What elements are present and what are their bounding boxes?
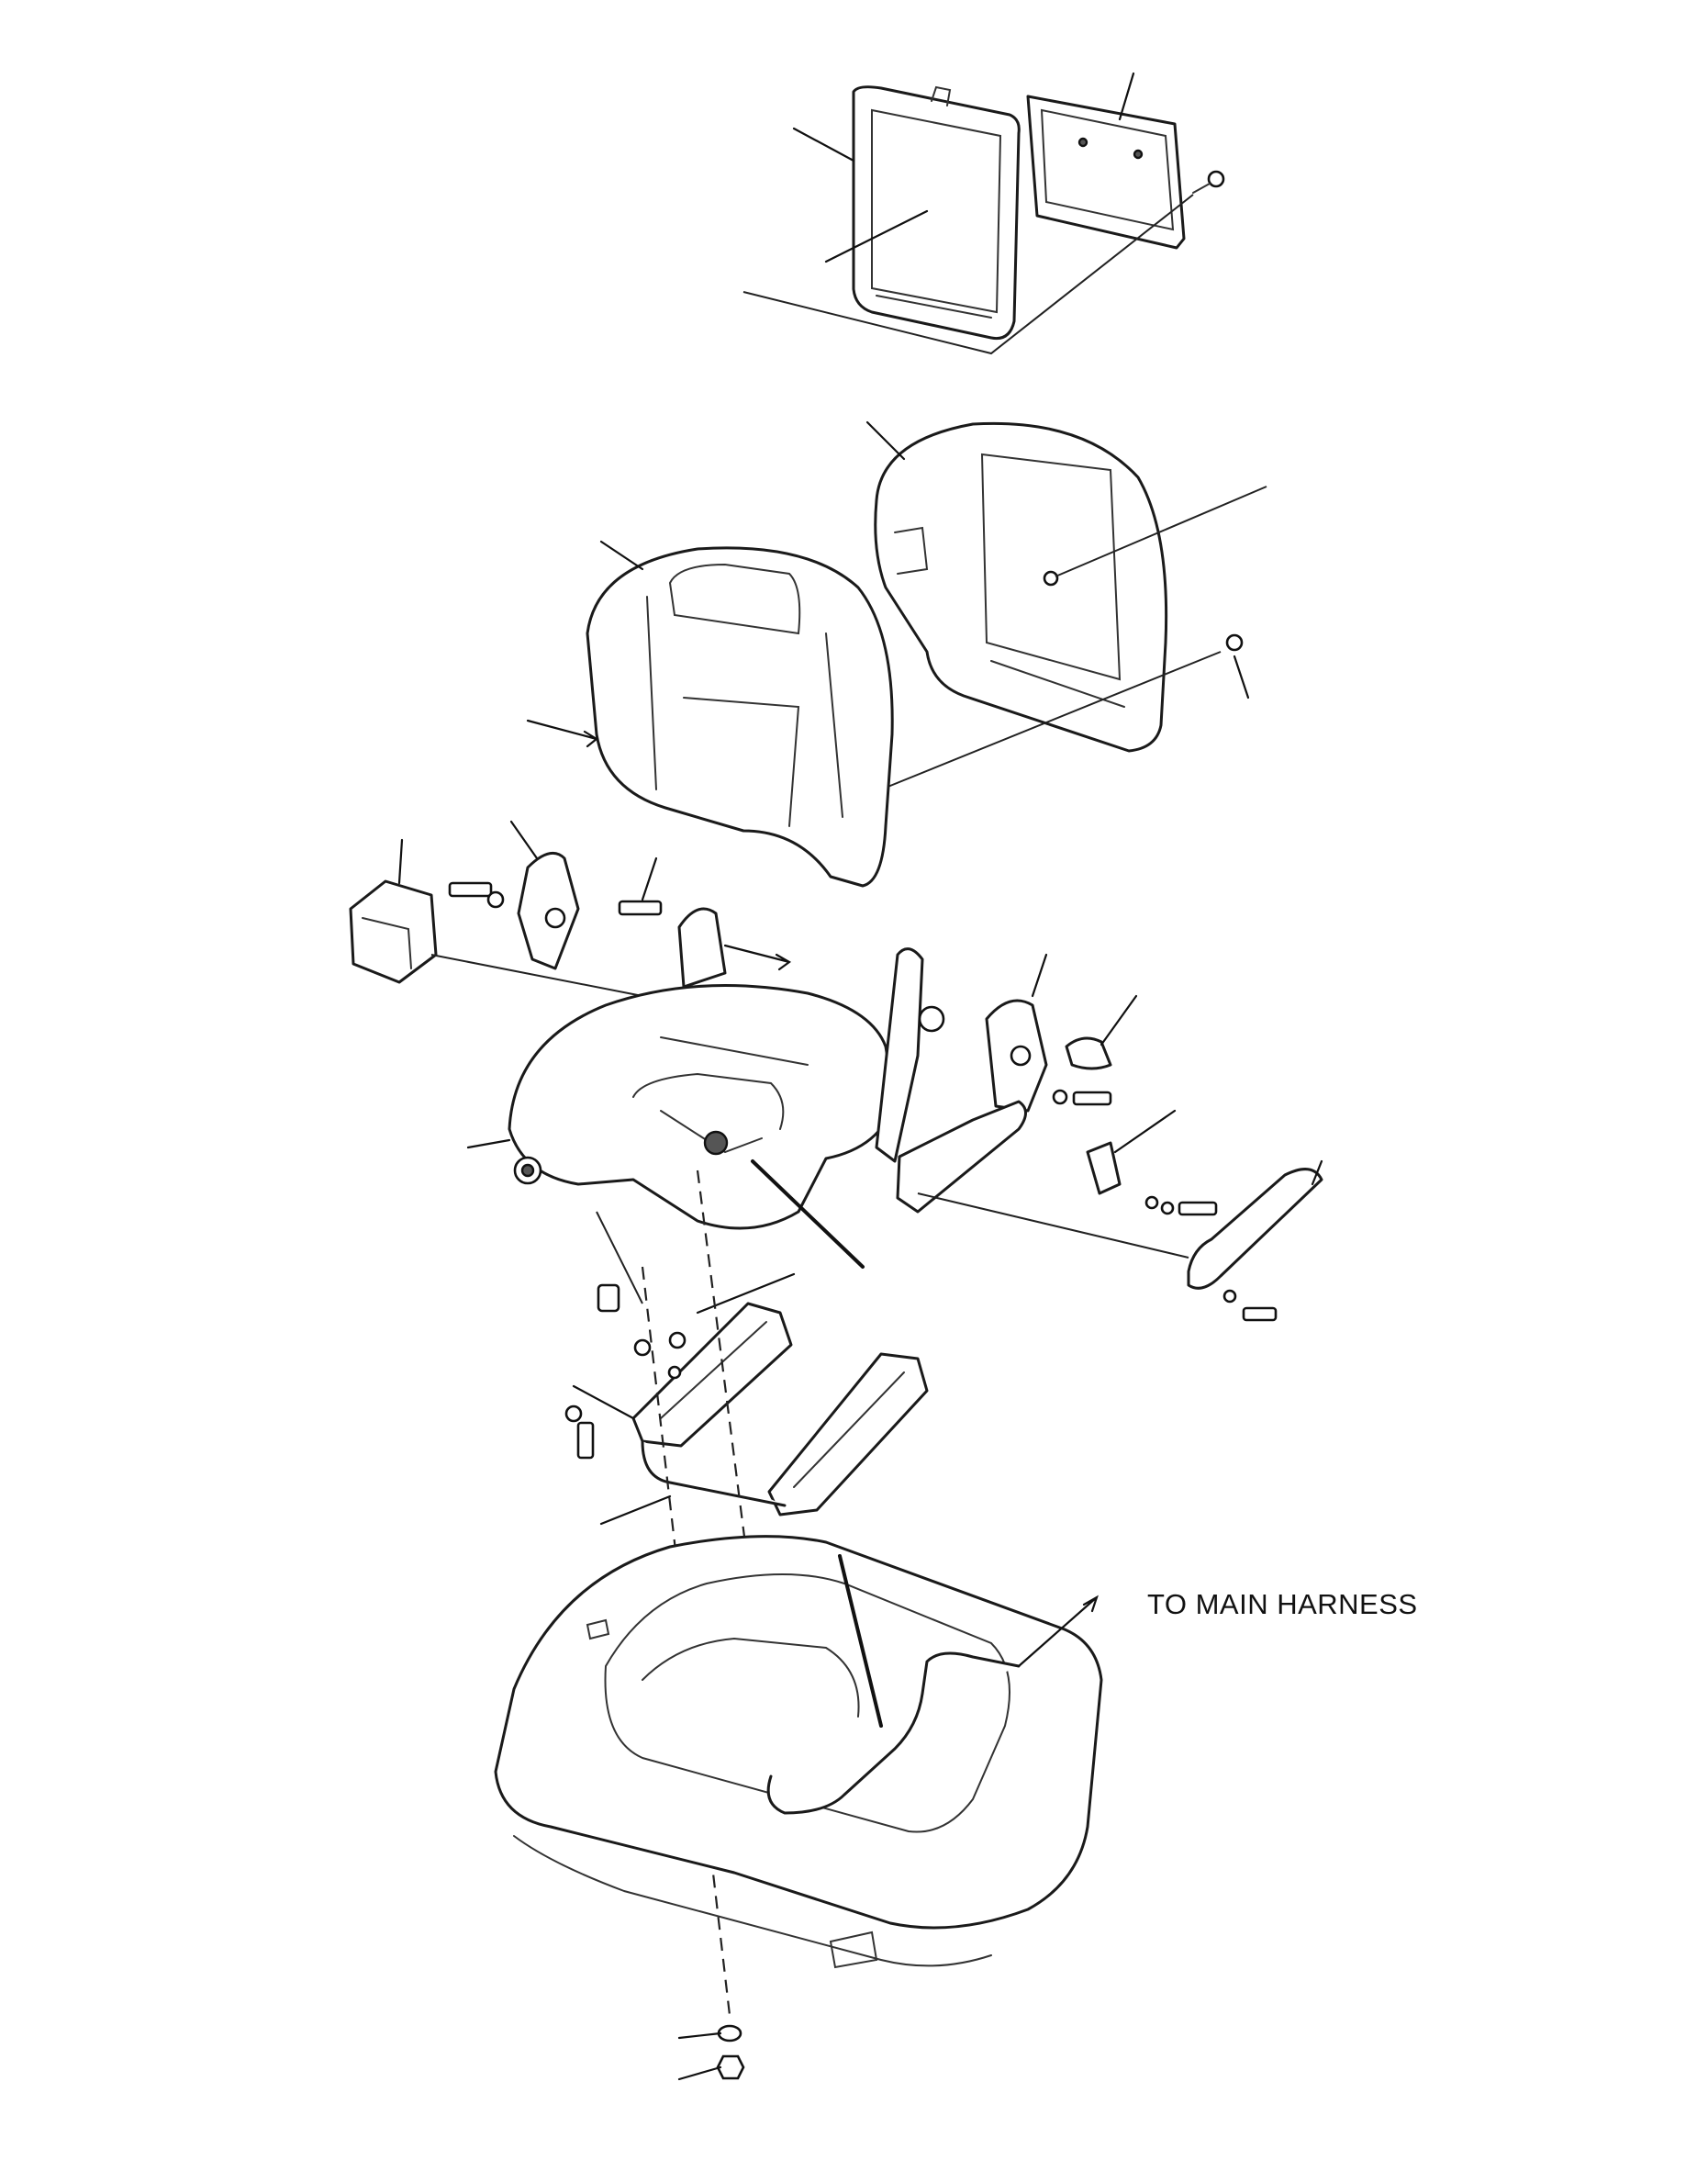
leader-pivot-bolt bbox=[641, 856, 658, 901]
leader-recliner bbox=[1031, 953, 1048, 998]
back-cover-panel bbox=[1026, 95, 1186, 250]
seat-base-pan bbox=[494, 1535, 1103, 1969]
seat-back-shell bbox=[874, 421, 1244, 753]
leader-bottom-nut bbox=[677, 2065, 722, 2081]
arrow-cushion-fit bbox=[526, 719, 598, 748]
seat-cushion bbox=[508, 984, 897, 1230]
to-main-harness-label: TO MAIN HARNESS bbox=[1147, 1588, 1418, 1620]
release-lever-bolt bbox=[1222, 1289, 1278, 1322]
leader-slide-rail bbox=[696, 1272, 796, 1315]
rail-nut-small bbox=[667, 1331, 687, 1380]
shell-alignment-upper bbox=[1055, 486, 1267, 577]
leader-rail-bolt bbox=[572, 1384, 635, 1420]
leader-hinge-bracket bbox=[509, 820, 539, 860]
slide-rail-right bbox=[767, 1352, 929, 1516]
rail-bolt-clip bbox=[597, 1283, 652, 1357]
leader-back-cover bbox=[1118, 72, 1135, 121]
leader-seat-back-cushion bbox=[599, 540, 644, 571]
leader-bottom-washer bbox=[677, 2031, 722, 2040]
hinge-bracket-left bbox=[517, 851, 580, 970]
bottom-nut bbox=[716, 2054, 745, 2080]
seat-base-harness bbox=[766, 1651, 1021, 1815]
leader-harness bbox=[599, 1494, 672, 1526]
leader-recliner-handle bbox=[1100, 994, 1138, 1046]
leader-release-cap bbox=[1113, 1109, 1177, 1154]
panel-screw bbox=[1192, 170, 1225, 194]
shell-alignment-lower bbox=[880, 651, 1222, 790]
leader-lumbar-adjuster bbox=[397, 838, 404, 885]
arrow-to-main-harness bbox=[1017, 1595, 1099, 1668]
rail-vertical-guide bbox=[596, 1211, 643, 1304]
bottom-washer bbox=[717, 2024, 742, 2042]
leader-seat-back-shell bbox=[865, 420, 906, 461]
lever-alignment bbox=[917, 1192, 1189, 1259]
release-lever-cap bbox=[1086, 1141, 1122, 1195]
recliner-handle bbox=[1065, 1036, 1112, 1070]
leader-seat-switch-wiring bbox=[751, 1159, 865, 1269]
pivot-bolt-center bbox=[618, 900, 663, 916]
recliner-bracket-link bbox=[896, 1100, 1027, 1214]
leader-shell-bolt bbox=[1233, 655, 1250, 699]
arrow-side-plate bbox=[723, 944, 792, 971]
pivot-bolt-left bbox=[448, 881, 505, 909]
seat-frame-right bbox=[875, 947, 945, 1163]
recliner-bolt bbox=[1052, 1089, 1112, 1106]
recliner-mechanism bbox=[985, 999, 1048, 1113]
release-bolt bbox=[1144, 1195, 1218, 1216]
slide-rail-left bbox=[631, 1302, 793, 1448]
release-lever bbox=[1187, 1168, 1323, 1290]
adjuster-alignment bbox=[430, 954, 643, 997]
leader-seat-base-harness bbox=[838, 1554, 883, 1728]
seat-belt-wire-harness bbox=[641, 1439, 787, 1507]
leader-rear-frame bbox=[792, 127, 855, 162]
cushion-knob bbox=[513, 1156, 542, 1185]
lumbar-adjuster-box bbox=[349, 879, 438, 984]
panel-alignment-line bbox=[742, 194, 1194, 355]
rear-frame-panel bbox=[852, 85, 1021, 341]
rail-mount-bolt bbox=[564, 1405, 595, 1460]
seat-back-cushion bbox=[586, 546, 894, 888]
side-plate-left bbox=[677, 907, 727, 989]
leader-release-lever bbox=[1311, 1159, 1323, 1186]
leader-seat-cushion-side bbox=[466, 1138, 511, 1149]
leader-rear-frame-inner bbox=[824, 209, 929, 263]
